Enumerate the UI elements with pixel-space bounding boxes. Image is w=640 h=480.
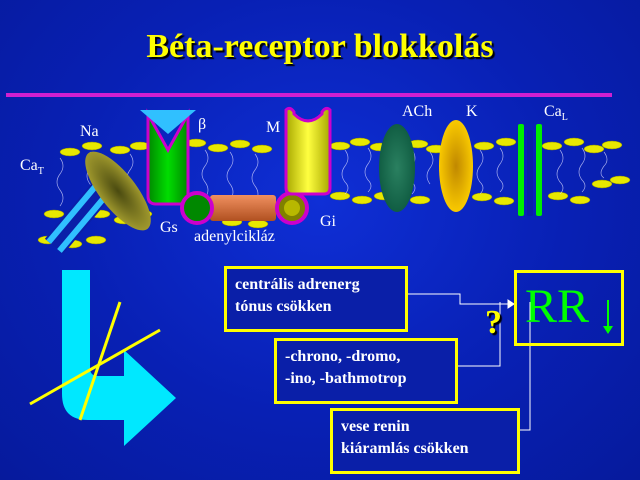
chrono-box: -chrono, -dromo, -ino, -bathmotrop (274, 338, 458, 404)
big-arrow-icon (62, 270, 176, 446)
central-adrenergic-box: centrális adrenerg tónus csökken (224, 266, 408, 332)
title-underline (6, 93, 612, 97)
rr-label: RR (525, 280, 590, 333)
central-line-2: tónus csökken (235, 298, 332, 315)
renin-line-2: kiáramlás csökken (341, 440, 469, 457)
chrono-line-1: -chrono, -dromo, (285, 348, 401, 365)
cross-line-2 (78, 301, 122, 421)
slide-title: Béta-receptor blokkolás (146, 28, 494, 65)
central-line-1: centrális adrenerg (235, 276, 360, 293)
na-label: Na (80, 123, 99, 140)
na-channel (85, 151, 151, 231)
lipid-bilayer (37, 137, 631, 249)
k-channel (439, 120, 473, 212)
m-receptor (284, 106, 332, 196)
adenylyl-label: adenylcikláz (194, 228, 275, 245)
ach-label: ACh (402, 103, 433, 120)
beta-label: β (198, 116, 207, 133)
beta-receptor (140, 108, 196, 206)
ca-t-label: CaT (20, 157, 44, 178)
ca-l-channel (518, 124, 542, 216)
question-mark: ? (485, 304, 502, 341)
gs-label: Gs (160, 219, 178, 236)
beta-blocker-ligand (140, 110, 196, 134)
ca-l-label: CaL (544, 103, 568, 124)
cross-line-1 (29, 328, 161, 406)
gs-protein (180, 191, 214, 225)
gi-label: Gi (320, 213, 336, 230)
renin-line-1: vese renin (341, 418, 410, 435)
ach-channel (379, 124, 415, 212)
k-label: K (466, 103, 478, 120)
chrono-line-2: -ino, -bathmotrop (285, 370, 407, 387)
renin-box: vese renin kiáramlás csökken (330, 408, 520, 474)
m-label: M (266, 119, 281, 136)
rr-box: RR (514, 270, 624, 346)
adenylyl-cyclase (210, 195, 276, 221)
